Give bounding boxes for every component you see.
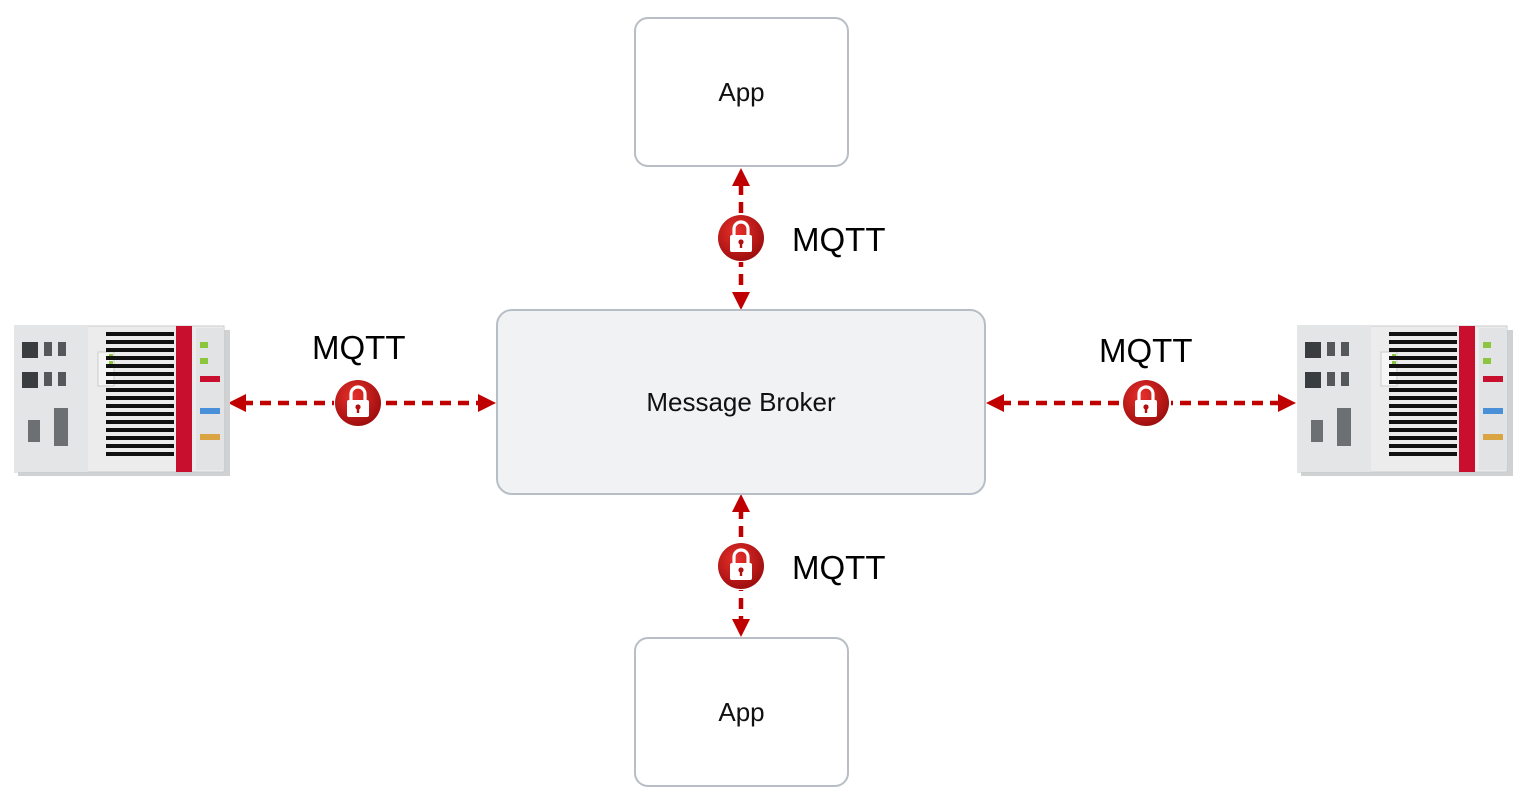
lock-icon [1121, 378, 1171, 428]
plc-device-icon-right [1297, 325, 1513, 476]
arrowhead-right [1278, 394, 1296, 412]
arrowhead-left [228, 394, 246, 412]
message-broker-label: Message Broker [646, 386, 836, 417]
arrowhead-up [732, 494, 750, 512]
link-left [228, 378, 496, 428]
mqtt-label-bottom: MQTT [792, 549, 886, 586]
lock-icon [716, 213, 766, 263]
mqtt-label-top: MQTT [792, 221, 886, 258]
app-bottom-label: App [718, 696, 765, 727]
lock-icon [716, 541, 766, 591]
link-top [716, 168, 766, 310]
app-top-label: App [718, 76, 765, 107]
arrowhead-down [732, 292, 750, 310]
app-top-box[interactable]: App [634, 17, 849, 167]
arrowhead-up [732, 168, 750, 186]
link-bottom [716, 494, 766, 637]
mqtt-label-left: MQTT [312, 329, 406, 366]
message-broker-box[interactable]: Message Broker [496, 309, 986, 495]
arrowhead-left [986, 394, 1004, 412]
app-bottom-box[interactable]: App [634, 637, 849, 787]
mqtt-label-right: MQTT [1099, 332, 1193, 369]
lock-icon [333, 378, 383, 428]
link-right [986, 378, 1296, 428]
arrowhead-right [478, 394, 496, 412]
plc-device-icon-left [14, 325, 230, 476]
arrowhead-down [732, 619, 750, 637]
